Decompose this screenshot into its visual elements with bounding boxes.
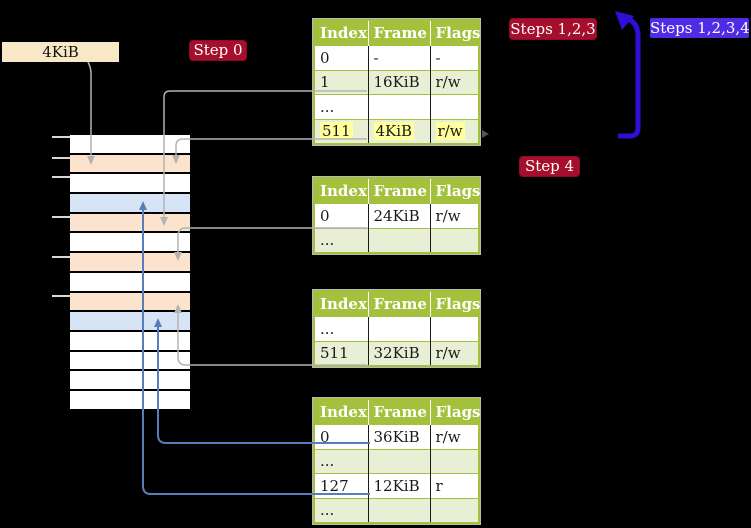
table-header-cell: Flags: [430, 20, 481, 46]
arrow-steps-loop: [615, 11, 641, 139]
table-cell: 16KiB: [368, 69, 431, 95]
table-header-cell: Flags: [430, 399, 481, 425]
table-cell: ...: [314, 316, 369, 341]
table-header-cell: Index: [314, 178, 369, 204]
table-cell: 0: [314, 203, 369, 228]
memory-tick: [52, 295, 70, 297]
table-cell: [368, 448, 431, 474]
table-cell: [368, 316, 431, 341]
memory-frame-row: [70, 154, 190, 175]
table-cell: ...: [314, 497, 369, 523]
table-cell: [430, 94, 479, 119]
table-row: 511 4KiB r/w: [314, 118, 479, 144]
memory-frame-row: [70, 213, 190, 234]
table-cell: -: [368, 45, 431, 70]
frame-size-label: 4KiB: [2, 42, 119, 62]
table-cell: 4KiB: [368, 118, 431, 144]
steps-123-badge: Steps 1,2,3: [509, 18, 597, 40]
memory-frame-row: [70, 331, 190, 352]
table-cell: ...: [314, 94, 369, 119]
table-cell: 0: [314, 424, 369, 449]
table-cell: [368, 94, 431, 119]
memory-frame-row: [70, 174, 190, 195]
arrow-stub-pt1-entry511: [482, 130, 489, 138]
memory-tick: [52, 256, 70, 258]
highlighted-value: 511: [320, 122, 353, 141]
table-cell: [368, 227, 431, 253]
table-cell: ...: [314, 448, 369, 474]
table-cell: r/w: [430, 424, 479, 449]
table-cell: 127: [314, 473, 369, 498]
table-header-cell: Index: [314, 399, 369, 425]
table-cell: ...: [314, 227, 369, 253]
table-cell: [430, 448, 479, 474]
table-cell: [430, 316, 479, 341]
physical-memory-strip: [70, 135, 190, 411]
table-row: ...: [314, 448, 479, 474]
table-cell: 511: [314, 118, 369, 144]
highlighted-value: 4KiB: [373, 122, 415, 141]
table-cell: r/w: [430, 340, 479, 366]
steps-1234-badge: Steps 1,2,3,4: [650, 18, 750, 38]
table-cell: 24KiB: [368, 203, 431, 228]
step-0-badge: Step 0: [189, 40, 247, 61]
table-header-cell: Index: [314, 20, 369, 46]
memory-frame-row: [70, 233, 190, 254]
table-cell: 511: [314, 340, 369, 366]
table-cell: 32KiB: [368, 340, 431, 366]
highlighted-value: r/w: [435, 122, 465, 141]
memory-frame-row: [70, 371, 190, 391]
table-header-cell: Index: [314, 291, 369, 317]
table-cell: [430, 227, 479, 253]
table-row: ...: [314, 497, 479, 523]
memory-frame-row: [70, 390, 190, 411]
memory-frame-row: [70, 292, 190, 313]
table-cell: r/w: [430, 69, 479, 95]
table-cell: 12KiB: [368, 473, 431, 498]
memory-tick: [52, 216, 70, 218]
table-header-cell: Flags: [430, 291, 481, 317]
table-cell: r: [430, 473, 479, 498]
memory-frame-row: [70, 312, 190, 332]
table-header-cell: Frame: [368, 399, 431, 425]
table-cell: 1: [314, 69, 369, 95]
table-cell: 36KiB: [368, 424, 431, 449]
table-cell: -: [430, 45, 479, 70]
table-cell: r/w: [430, 118, 479, 144]
table-header-cell: Flags: [430, 178, 481, 204]
table-header-cell: Frame: [368, 20, 431, 46]
table-cell: 0: [314, 45, 369, 70]
table-row: ...: [314, 316, 479, 341]
memory-frame-row: [70, 351, 190, 372]
table-row: ...: [314, 227, 479, 253]
table-row: ...: [314, 94, 479, 119]
memory-tick: [52, 136, 70, 138]
memory-tick: [52, 176, 70, 178]
table-header-cell: Frame: [368, 291, 431, 317]
memory-frame-row: [70, 272, 190, 293]
table-row: 0--: [314, 45, 479, 70]
memory-frame-row: [70, 253, 190, 273]
table-cell: r/w: [430, 203, 479, 228]
step-4-badge: Step 4: [519, 156, 580, 177]
memory-frame-row: [70, 135, 190, 155]
memory-frame-row: [70, 194, 190, 214]
table-header-cell: Frame: [368, 178, 431, 204]
table-cell: [368, 497, 431, 523]
table-cell: [430, 497, 479, 523]
memory-tick: [52, 157, 70, 159]
